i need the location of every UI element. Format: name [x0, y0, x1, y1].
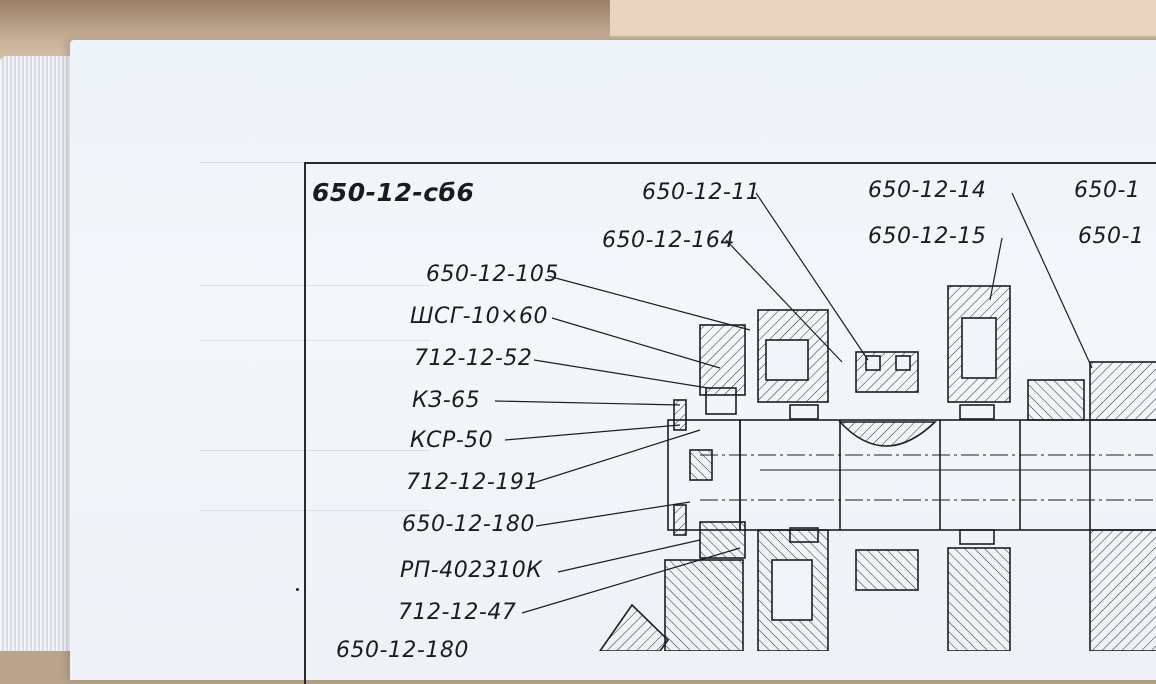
callout-label-712-47: 712-12-47 — [398, 600, 517, 625]
callout-label-shsg: ШСГ-10×60 — [410, 304, 549, 329]
callout-label-cut-1: 650-1 — [1074, 178, 1141, 203]
callout-label-105: 650-12-105 — [426, 262, 559, 287]
assembly-drawing — [494, 192, 1156, 651]
callout-label-712-191: 712-12-191 — [406, 470, 539, 495]
drawing-frame — [304, 162, 1156, 684]
callout-label-650-164: 650-12-164 — [602, 228, 735, 253]
callout-label-650-14: 650-12-14 — [868, 178, 987, 203]
callout-label-kz65: КЗ-65 — [412, 388, 481, 413]
callout-label-650-15: 650-12-15 — [868, 224, 987, 249]
callout-label-ksr50: КСР-50 — [410, 428, 494, 453]
callout-label-650-11: 650-12-11 — [642, 180, 761, 205]
ink-dot — [296, 588, 299, 591]
desk-object — [610, 0, 1156, 38]
callout-label-712-52: 712-12-52 — [414, 346, 533, 371]
callout-label-650-180: 650-12-180 — [402, 512, 535, 537]
callout-label-cut-2: 650-1 — [1078, 224, 1145, 249]
callout-label-rp: РП-402310К — [400, 558, 543, 583]
drawing-title: 650-12-сб6 — [312, 178, 475, 207]
